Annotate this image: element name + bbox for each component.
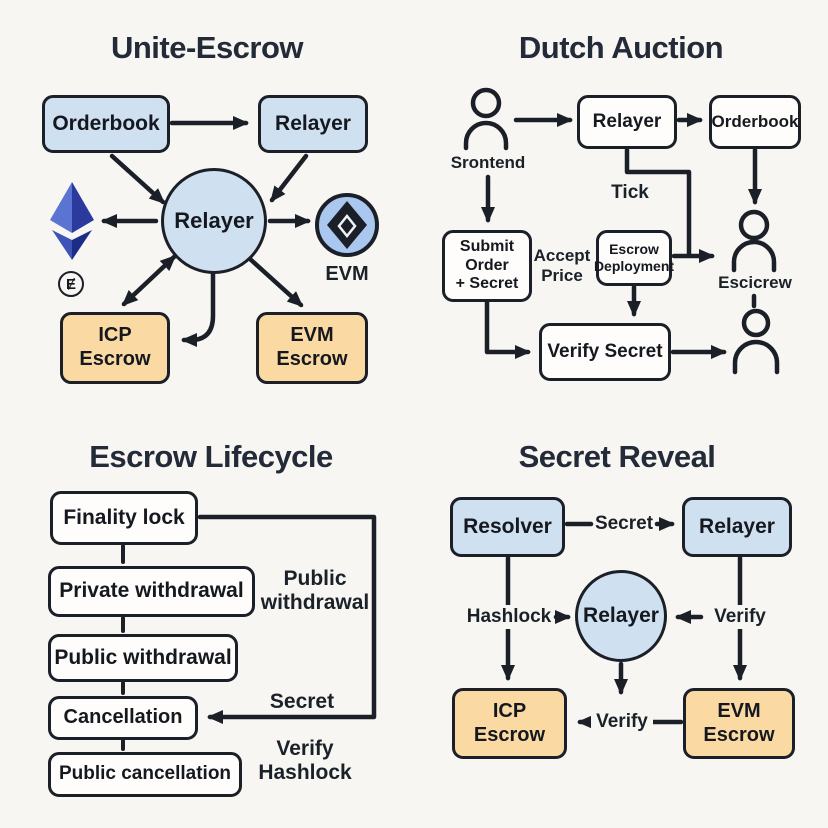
node-q4-evm-escrow: EVM Escrow <box>683 688 795 759</box>
evm-badge-icon <box>315 193 379 257</box>
quadrant-title-dutch-auction: Dutch Auction <box>518 30 724 65</box>
label-q3-secret: Secret <box>269 689 335 713</box>
arrow-q1-hub-to-icp-curved <box>181 269 216 347</box>
label-q4-verify-relayer: Verify <box>710 605 770 629</box>
node-q3-cancellation: Cancellation <box>48 696 198 740</box>
node-q4-resolver: Resolver <box>450 497 565 557</box>
node-q1-relayer-box: Relayer <box>258 95 368 153</box>
node-q3-public-withdrawal: Public withdrawal <box>48 634 238 682</box>
node-q3-public-cancellation: Public cancellation <box>48 752 242 797</box>
person-icon-resolver-1 <box>731 209 777 273</box>
node-q2-orderbook: Orderbook <box>709 95 801 149</box>
node-q3-finality-lock: Finality lock <box>50 491 198 545</box>
label-q1-evm-caption: EVM <box>325 262 369 285</box>
label-q2-accept-price: Accept Price <box>533 246 591 285</box>
node-q1-icp-escrow: ICP Escrow <box>60 312 170 384</box>
quadrant-title-unite-escrow: Unite-Escrow <box>110 30 304 65</box>
node-q4-relayer-box: Relayer <box>682 497 792 557</box>
arrow-q1-relayerbox-to-hub <box>269 153 309 203</box>
person-icon-frontend <box>463 87 509 151</box>
node-q2-verify-secret: Verify Secret <box>539 323 671 381</box>
node-q1-evm-escrow: EVM Escrow <box>256 312 368 384</box>
label-q3-verify-hashlock: Verify Hashlock <box>258 736 352 784</box>
label-q2-tick: Tick <box>611 182 649 204</box>
label-q4-hashlock: Hashlock <box>466 605 552 629</box>
label-q4-secret: Secret <box>594 512 654 536</box>
node-q4-relayer-hub: Relayer <box>575 570 667 662</box>
node-q1-orderbook: Orderbook <box>42 95 170 153</box>
arrow-q1-hub-icp-bidirectional <box>121 254 177 307</box>
ethereum-logo-icon <box>50 182 94 260</box>
node-q2-escrow-deployment: Escrow Deployment <box>594 230 674 286</box>
node-q4-icp-escrow: ICP Escrow <box>452 688 567 759</box>
quadrant-title-escrow-lifecycle: Escrow Lifecycle <box>89 439 333 474</box>
label-q2-frontend: Srontend <box>450 153 526 173</box>
label-q2-resolver: Escicrew <box>718 273 792 293</box>
label-q3-public-withdrawal: Public withdrawal <box>260 566 370 614</box>
arrow-q2-submit-to-verify <box>484 299 531 359</box>
label-q4-verify-escrow: Verify <box>591 710 653 734</box>
quadrant-title-secret-reveal: Secret Reveal <box>518 439 716 474</box>
node-q3-private-withdrawal: Private withdrawal <box>48 566 255 617</box>
node-q2-submit-order-secret: Submit Order + Secret <box>442 230 532 302</box>
line-q2-relayer-tick <box>624 147 692 258</box>
token-currency-icon: Ɇ <box>58 271 84 297</box>
arrow-q1-orderbook-to-hub <box>109 153 166 205</box>
arrow-q3-finality-to-cancellation-loop <box>197 514 377 724</box>
node-q1-relayer-hub: Relayer <box>161 168 267 274</box>
person-icon-resolver-2 <box>732 308 780 375</box>
arrow-q1-hub-to-evm-escrow <box>247 256 304 308</box>
node-q2-relayer: Relayer <box>577 95 677 149</box>
